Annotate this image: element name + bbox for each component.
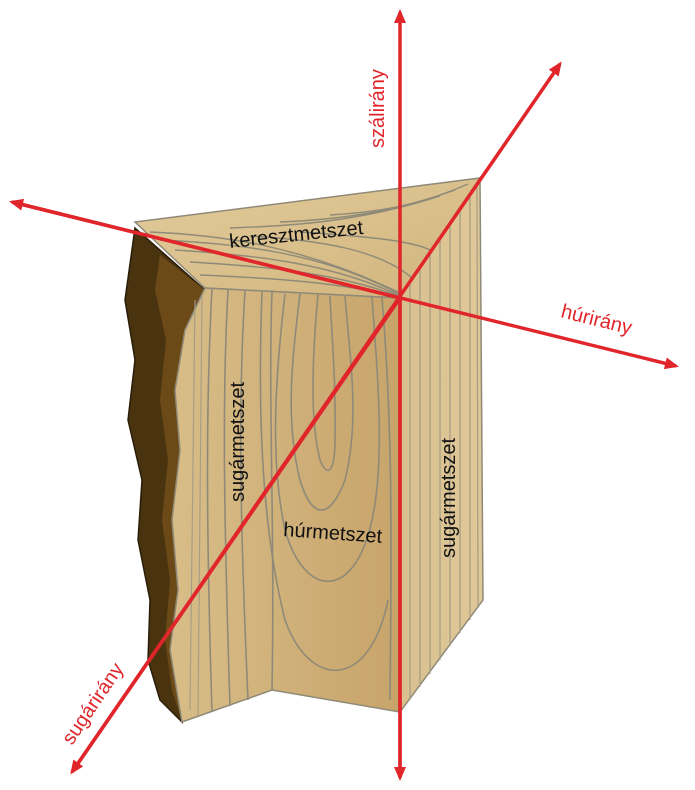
cross-section-grain xyxy=(149,183,469,299)
tangential-face xyxy=(169,287,401,724)
tangential-direction-label: húrirány xyxy=(559,301,634,340)
radial-section-left-label: sugármetszet xyxy=(227,382,249,502)
radial-grain-right xyxy=(409,183,479,700)
radial-grain-left xyxy=(189,295,203,717)
radial-direction-axis-down xyxy=(70,297,402,775)
tangential-direction-axis-left xyxy=(9,198,401,300)
bark-inner xyxy=(155,255,205,722)
tangential-grain xyxy=(206,288,392,713)
axes xyxy=(9,9,679,781)
fiber-direction-label: szálirány xyxy=(367,69,389,148)
radial-section-right-label: sugármetszet xyxy=(438,438,460,558)
